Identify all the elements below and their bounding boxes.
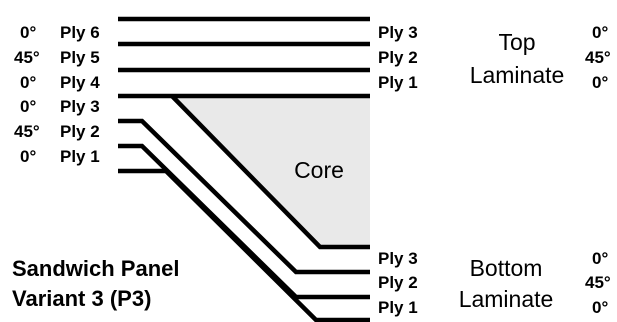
left-ply-label-6: Ply 6: [60, 23, 100, 42]
left-ply-label-2: Ply 2: [60, 122, 100, 141]
panel-title-line2: Variant 3 (P3): [12, 286, 151, 311]
top-laminate-ply-1: Ply 1: [378, 73, 418, 92]
top-laminate-ply-2: Ply 2: [378, 48, 418, 67]
top-angle-1: 0°: [592, 23, 608, 42]
bent-ply-3-line: [170, 94, 370, 250]
top-laminate-label-line1: Top: [498, 29, 535, 55]
bottom-angle-2: 45°: [585, 273, 611, 292]
left-ply-label-1: Ply 1: [60, 147, 100, 166]
bottom-laminate-ply-2: Ply 2: [378, 273, 418, 292]
panel-title-line1: Sandwich Panel: [12, 256, 180, 281]
left-ply-label-4: Ply 4: [60, 73, 100, 92]
left-angle-1: 0°: [20, 23, 36, 42]
bottom-laminate-label-line2: Laminate: [459, 286, 554, 312]
bent-ply-2-line: [118, 118, 370, 275]
top-laminate-ply-3: Ply 3: [378, 23, 418, 42]
bent-ply-0-line: [118, 168, 370, 322]
bottom-laminate-ply-1: Ply 1: [378, 298, 418, 317]
top-laminate-label-line2: Laminate: [470, 62, 565, 88]
left-angle-2: 45°: [14, 48, 40, 67]
bottom-angle-1: 0°: [592, 249, 608, 268]
left-angle-6: 0°: [20, 147, 36, 166]
top-angle-2: 45°: [585, 48, 611, 67]
left-ply-label-3: Ply 3: [60, 97, 100, 116]
left-ply-label-5: Ply 5: [60, 48, 100, 67]
core-label: Core: [294, 157, 344, 183]
left-angle-5: 45°: [14, 122, 40, 141]
left-angle-3: 0°: [20, 73, 36, 92]
bottom-angle-3: 0°: [592, 298, 608, 317]
bottom-laminate-ply-3: Ply 3: [378, 249, 418, 268]
left-angle-4: 0°: [20, 97, 36, 116]
bottom-laminate-label-line1: Bottom: [470, 255, 543, 281]
top-angle-3: 0°: [592, 73, 608, 92]
core-region: [172, 96, 370, 247]
